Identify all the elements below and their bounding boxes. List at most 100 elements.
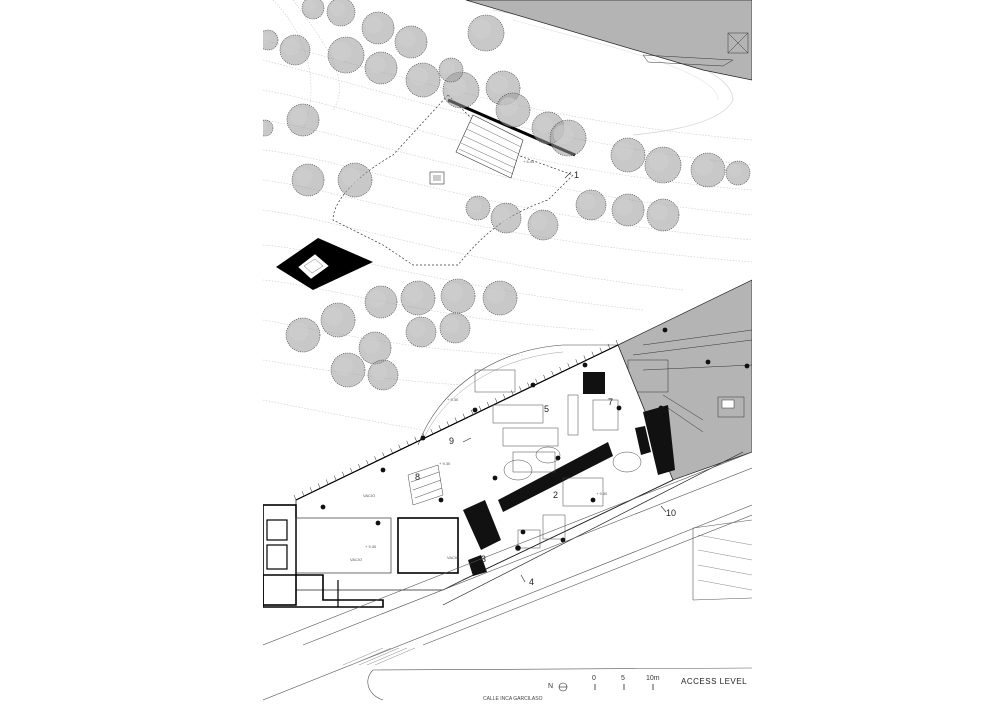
label-8: 8 xyxy=(415,472,421,482)
tree-canopy-highlight xyxy=(341,167,361,186)
tree-canopy-highlight xyxy=(531,213,548,231)
trees xyxy=(263,0,751,391)
hatch-line xyxy=(486,401,490,408)
tree-canopy-highlight xyxy=(471,19,492,40)
north-label: N xyxy=(548,683,554,690)
hatch-line xyxy=(607,343,611,349)
tree-canopy-highlight xyxy=(334,357,354,376)
hatch-line xyxy=(317,483,321,489)
hatch-line xyxy=(350,467,353,473)
hatch-line xyxy=(390,448,393,454)
tree-canopy-highlight xyxy=(304,0,317,12)
tree-canopy-highlight xyxy=(441,61,455,75)
hatch-line xyxy=(470,409,474,415)
drawing-sheet: 1 2 3 4 5 7 8 9 10 + 6.45 + 9.30 + 9.30 … xyxy=(263,0,752,707)
hatch-line xyxy=(309,487,313,493)
crosswalk xyxy=(342,534,752,666)
tree-canopy-highlight xyxy=(486,285,506,304)
hatch-line xyxy=(293,494,297,501)
hatch-line xyxy=(583,355,587,361)
void-label: VACIO xyxy=(350,557,363,562)
label-4: 4 xyxy=(529,577,535,587)
tree-canopy-highlight xyxy=(295,168,313,186)
hatch-line xyxy=(358,463,361,470)
hatch-line xyxy=(325,479,329,485)
tree-canopy-highlight xyxy=(263,32,271,44)
tree-canopy-highlight xyxy=(489,75,509,94)
tree-canopy-highlight xyxy=(648,151,669,172)
hatch-line xyxy=(511,390,514,396)
scale-bar xyxy=(594,684,654,690)
hatch-line xyxy=(438,425,442,431)
label-3: 3 xyxy=(481,554,487,564)
tree-canopy-highlight xyxy=(728,164,742,178)
tree-canopy-highlight xyxy=(615,198,633,216)
building-top-details xyxy=(642,32,749,67)
void-label: VACIO xyxy=(447,555,460,560)
tree-canopy-highlight xyxy=(468,199,482,213)
scale-label-5: 5 xyxy=(621,675,625,682)
hatch-line xyxy=(535,378,538,384)
label-10: 10 xyxy=(666,508,677,518)
hatch-line xyxy=(374,456,377,462)
hatch-line xyxy=(551,370,554,377)
hatch-line xyxy=(543,374,546,380)
adjacent-building-top xyxy=(465,0,752,81)
hatch-line xyxy=(599,347,603,353)
hatch-line xyxy=(519,386,522,392)
skylight-wedge xyxy=(276,238,373,290)
hatch-line xyxy=(495,398,498,404)
tree-canopy-highlight xyxy=(694,157,714,176)
tree-canopy-highlight xyxy=(365,15,383,34)
hatch-line xyxy=(342,471,345,477)
street-name: CALLE INCA GARCILASO xyxy=(483,696,543,702)
hatch-line xyxy=(527,382,530,388)
tree-canopy-highlight xyxy=(535,116,553,134)
hatch-line xyxy=(559,367,562,373)
label-1: 1 xyxy=(574,170,580,180)
hatch-line xyxy=(567,363,570,369)
tree-canopy-highlight xyxy=(290,108,308,126)
level-marker: + 9.30 xyxy=(596,491,608,496)
tree-canopy-highlight xyxy=(283,38,300,56)
label-9: 9 xyxy=(449,436,455,446)
tree-canopy-highlight xyxy=(368,290,386,308)
hatch-line xyxy=(406,440,409,446)
tree-canopy-highlight xyxy=(579,193,596,211)
main-building xyxy=(293,339,744,606)
tree-canopy-highlight xyxy=(329,1,346,17)
hatch-line xyxy=(615,339,619,346)
plaza-outline xyxy=(332,94,574,266)
hatch-line xyxy=(334,475,337,481)
leader-arrows xyxy=(462,171,667,583)
tree-canopy-highlight xyxy=(444,283,464,302)
tree-canopy-highlight xyxy=(289,322,309,341)
level-marker: + 9.30 xyxy=(447,397,459,402)
interior-furniture xyxy=(407,369,642,549)
interior-columns xyxy=(320,362,622,551)
tree-canopy-highlight xyxy=(263,122,268,131)
tree-canopy-highlight xyxy=(368,56,386,74)
label-2: 2 xyxy=(553,490,559,500)
hatch-line xyxy=(575,359,578,365)
tree-canopy-highlight xyxy=(409,67,429,86)
tree-canopy-highlight xyxy=(494,206,511,224)
drawing-title: ACCESS LEVEL xyxy=(681,677,748,686)
tree-canopy-highlight xyxy=(650,203,668,221)
label-7: 7 xyxy=(608,397,614,407)
hatch-line xyxy=(454,417,458,423)
tree-canopy-highlight xyxy=(398,30,416,48)
arc-contour-2 xyxy=(512,19,719,101)
void-label: VACIO xyxy=(363,493,376,498)
tree-canopy-highlight xyxy=(324,307,344,326)
site-plan-drawing xyxy=(263,0,752,701)
tree-canopy-highlight xyxy=(553,124,574,145)
hatch-line xyxy=(398,444,401,450)
label-5: 5 xyxy=(544,404,550,414)
hatch-line xyxy=(446,421,450,427)
tree-canopy-highlight xyxy=(409,320,426,338)
north-arrow xyxy=(558,682,568,692)
hatch-line xyxy=(591,351,595,357)
hatch-line xyxy=(430,429,434,435)
hatch-line xyxy=(462,413,466,419)
